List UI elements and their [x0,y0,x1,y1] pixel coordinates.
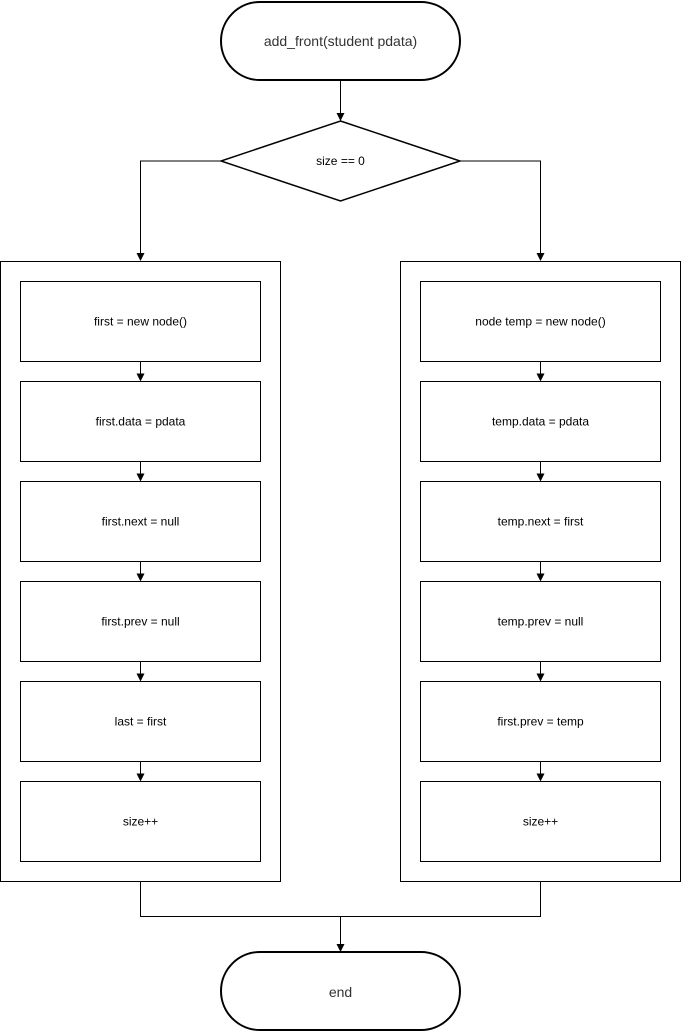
left-step-5: last = first [20,681,261,762]
left-step-box [20,481,261,562]
right-step-label: temp.next = first [498,515,584,529]
left-step-box [20,681,261,762]
left-step-4: first.prev = null [20,581,261,662]
right-step-1: node temp = new node() [420,281,661,362]
left-step-1: first = new node() [20,281,261,362]
right-step-4: temp.prev = null [420,581,661,662]
right-step-label: temp.data = pdata [492,415,589,429]
left-step-box [20,381,261,462]
start-label: add_front(student pdata) [264,33,417,49]
right-step-box [420,381,661,462]
right-step-label: node temp = new node() [475,315,605,329]
left-step-label: size++ [123,815,158,829]
right-step-3: temp.next = first [420,481,661,562]
right-step-box [420,581,661,662]
left-step-box [20,281,261,362]
right-step-label: temp.prev = null [498,615,584,629]
end-label: end [329,984,352,1000]
merge-connector [140,881,541,917]
right-step-box [420,781,661,862]
right-step-label: first.prev = temp [497,715,584,729]
right-step-2: temp.data = pdata [420,381,661,462]
left-step-6: size++ [20,781,261,862]
decision-label: size == 0 [316,154,365,168]
arrow-decision-to-left-branch [136,160,221,261]
end-terminal: end [220,951,461,1031]
decision-diamond: size == 0 [218,120,463,202]
right-step-box [420,681,661,762]
left-step-box [20,781,261,862]
left-step-box [20,581,261,662]
right-step-6: size++ [420,781,661,862]
left-step-label: last = first [115,715,167,729]
arrow-decision-to-right-branch [460,160,545,261]
right-step-box [420,281,661,362]
left-step-label: first.prev = null [101,615,179,629]
left-step-label: first.next = null [102,515,180,529]
right-step-5: first.prev = temp [420,681,661,762]
left-step-label: first.data = pdata [96,415,186,429]
left-step-label: first = new node() [94,315,187,329]
start-terminal: add_front(student pdata) [220,1,461,81]
left-step-2: first.data = pdata [20,381,261,462]
right-step-label: size++ [523,815,558,829]
left-branch-steps: first = new node() first.data = pdata firs… [20,281,261,862]
left-step-3: first.next = null [20,481,261,562]
right-branch-steps: node temp = new node() temp.data = pdata t… [420,281,661,862]
